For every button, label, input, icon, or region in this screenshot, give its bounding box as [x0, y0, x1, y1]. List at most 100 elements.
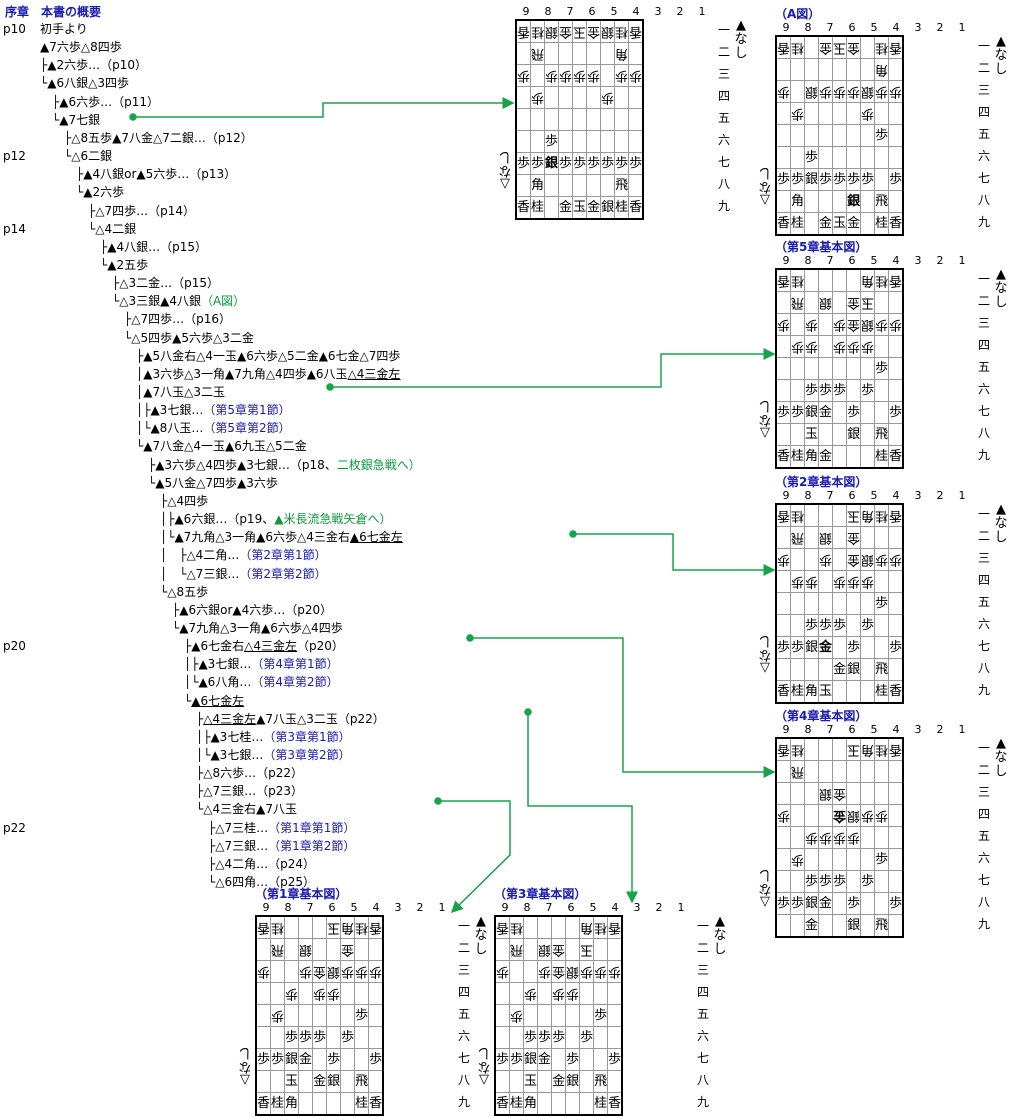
- shogi-piece: 桂: [791, 216, 805, 231]
- tree-branch: │├: [40, 512, 175, 527]
- shogi-piece: 銀: [847, 427, 861, 442]
- rank-label: 五: [978, 360, 991, 374]
- arrow-dot: [524, 708, 532, 716]
- file-label: 4: [892, 723, 900, 736]
- file-label: 9: [782, 723, 790, 736]
- shogi-piece: 歩: [791, 640, 805, 655]
- shogi-piece: 香: [369, 1096, 383, 1111]
- tree-line: ├▲5八金右△4一玉▲6六歩△5二金▲6七金△7四歩: [40, 347, 400, 365]
- move-text: ▲7八金△4一玉▲6九玉△5二金: [143, 439, 307, 454]
- gote-hand-mark: ▽: [760, 660, 770, 675]
- board-square: 歩: [775, 636, 791, 659]
- tree-line: │└▲6八角…（第4章第2節）: [40, 673, 339, 691]
- tree-branch: ├: [40, 167, 84, 182]
- board-title: （A図）: [775, 7, 821, 21]
- rank-label: 六: [458, 1029, 471, 1043]
- board-square: 歩: [565, 1048, 581, 1071]
- gote-hand: なし▽: [237, 1045, 253, 1087]
- move-text: ▲7八玉△3二玉: [143, 385, 225, 399]
- move-text: ▲6六歩…（p11）: [59, 94, 159, 109]
- board-square: 歩: [790, 636, 806, 659]
- shogi-piece: 銀: [805, 896, 819, 911]
- shogi-piece: 桂: [875, 216, 889, 231]
- tree-line: ├△7三銀…（第1章第2節）: [40, 837, 355, 855]
- board-square: 桂: [790, 445, 806, 469]
- shogi-piece: 桂: [615, 200, 629, 215]
- move-text: △8五歩: [167, 584, 209, 599]
- file-label: 2: [676, 5, 684, 18]
- board-square: 金: [558, 196, 574, 220]
- move-text: ▲7九角△3一角▲6六歩△4四歩: [179, 620, 343, 635]
- tree-line: └△4三金右▲7八玉: [40, 800, 297, 818]
- tree-line: └△6二銀: [40, 147, 112, 165]
- tree-line: │▲7八玉△3二玉: [40, 383, 225, 401]
- rank-label: 六: [697, 1029, 710, 1043]
- board-square: 歩: [790, 892, 806, 915]
- board-title: （第5章基本図）: [775, 240, 868, 254]
- move-text: ▲3七銀…: [150, 403, 204, 418]
- file-label: 4: [372, 901, 380, 914]
- rank-label: 二: [978, 294, 991, 308]
- tree-branch: ├: [40, 856, 216, 871]
- board-square: 飛: [354, 1070, 370, 1093]
- shogi-piece: 歩: [559, 156, 573, 171]
- tree-line: └△3三銀▲4八銀（A図）: [40, 292, 245, 310]
- move-text: ▲2六歩…（p10）: [47, 58, 147, 73]
- gote-hand: なし▽: [757, 165, 773, 207]
- file-label: 1: [958, 21, 966, 34]
- shogi-piece: 歩: [285, 1030, 299, 1045]
- tree-line: ├△7三桂…（第1章第1節）: [40, 819, 355, 837]
- shogi-piece: 金: [587, 200, 601, 215]
- shogi-piece: 銀: [805, 640, 819, 655]
- board-square: 金: [818, 445, 834, 469]
- move-text: 初手より: [40, 22, 88, 36]
- tree-branch: ├: [40, 239, 108, 254]
- tree-branch: │ ├: [40, 548, 187, 563]
- gote-hand: なし▽: [497, 149, 513, 191]
- board-square: 銀: [846, 423, 862, 446]
- file-label: 1: [958, 254, 966, 267]
- shogi-piece: 歩: [531, 156, 545, 171]
- board-square: 歩: [544, 130, 560, 153]
- move-text: ▲3六歩△4四歩▲3七銀…（p18、: [155, 457, 337, 472]
- shogi-piece: 歩: [805, 618, 819, 633]
- move-text: ▲6七金左: [349, 530, 403, 545]
- tree-branch: │├: [40, 657, 199, 672]
- board-grid: 香桂玉角桂香飛銀金歩歩金銀歩歩歩歩歩歩歩歩歩歩歩歩歩歩銀金歩歩金銀飛香桂角玉桂香: [775, 503, 905, 704]
- shogi-piece: 歩: [819, 383, 833, 398]
- file-label: 9: [782, 254, 790, 267]
- board-grid: 香桂玉角桂香飛銀金歩金銀歩歩歩歩歩歩歩歩歩歩歩歩歩歩銀金歩歩金銀飛: [775, 737, 905, 938]
- gote-hand-mark: ▽: [479, 1072, 489, 1087]
- board-square: 金: [537, 1048, 553, 1071]
- shogi-piece: 銀: [285, 1052, 299, 1067]
- tree-branch: ├: [40, 766, 204, 781]
- shogi-piece: 歩: [587, 156, 601, 171]
- file-label: 7: [826, 723, 834, 736]
- shogi-piece: 歩: [805, 874, 819, 889]
- file-label: 4: [892, 254, 900, 267]
- board-grid: 香桂角桂香飛銀金玉歩歩金銀歩歩歩歩歩歩歩歩歩歩歩歩歩歩銀金歩歩玉金銀飛香桂角桂香: [494, 915, 624, 1116]
- board-square: 玉: [832, 212, 848, 236]
- shogi-piece: 歩: [805, 150, 819, 165]
- tree-line: ├▲6六歩…（p11）: [40, 93, 159, 111]
- shogi-piece: 金: [552, 1074, 566, 1089]
- shogi-piece: 歩: [889, 172, 903, 187]
- shogi-piece: 歩: [496, 1052, 510, 1067]
- shogi-piece: 歩: [271, 1052, 285, 1067]
- shogi-piece: 歩: [805, 383, 819, 398]
- rank-label: 三: [718, 67, 731, 81]
- rank-label: 八: [458, 1073, 471, 1087]
- shogi-piece: 桂: [355, 1096, 369, 1111]
- board-grid: 香桂銀金玉金銀桂香飛角歩歩歩歩歩歩歩歩歩歩歩歩銀歩歩歩歩歩歩角飛香桂金玉金銀桂香: [515, 19, 645, 220]
- tree-branch: │: [40, 366, 144, 381]
- move-text: （第2章第2節）: [239, 566, 327, 581]
- board-square: 歩: [888, 892, 904, 915]
- tree-line: ├▲6六銀or▲4六歩…（p20）: [40, 601, 332, 619]
- board-square: 玉: [523, 1070, 539, 1093]
- board-square: 香: [607, 1092, 623, 1116]
- board-square: 歩: [874, 357, 890, 380]
- shogi-piece: 歩: [566, 1052, 580, 1067]
- tree-line: │└▲3七銀…（第3章第2節）: [40, 746, 351, 764]
- shogi-piece: 歩: [819, 618, 833, 633]
